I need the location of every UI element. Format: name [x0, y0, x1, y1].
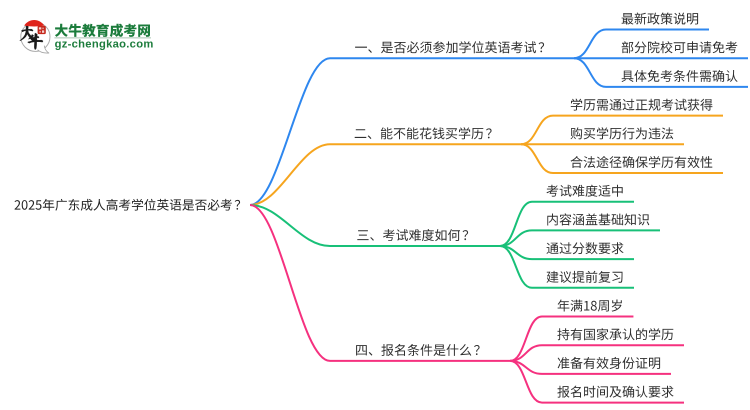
svg-text:gz-chengkao.com: gz-chengkao.com — [55, 39, 154, 51]
